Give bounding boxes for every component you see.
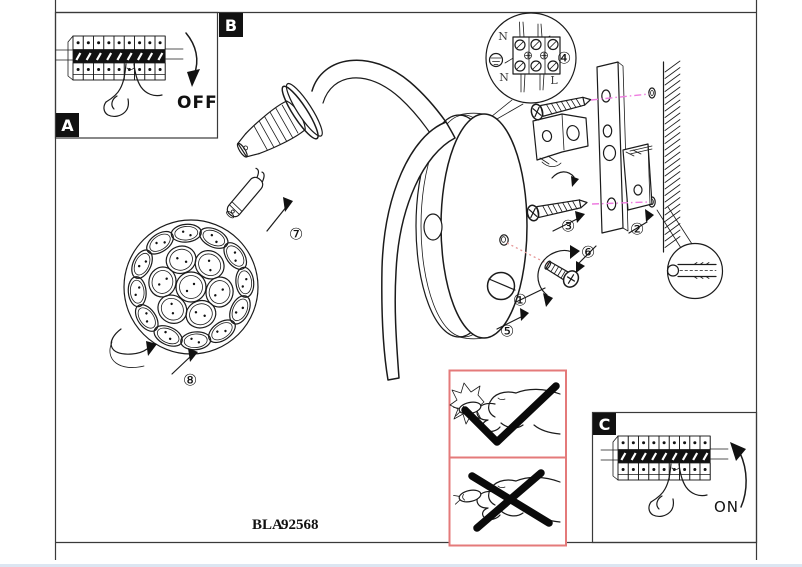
panel-b-label: B (225, 16, 237, 35)
live-label: L (550, 74, 558, 87)
neutral-label-top: N (498, 30, 508, 43)
alignment-guides (590, 93, 650, 205)
bottom-knob (486, 271, 516, 301)
handling-warning-box (448, 369, 567, 547)
step-7-marker: ⑦ (289, 225, 303, 244)
panel-a: OFF A (54, 11, 219, 139)
panel-b: B (219, 13, 243, 37)
terminal-screws (514, 38, 559, 72)
step-8-marker: ⑧ (183, 371, 197, 390)
wall-plug-detail (656, 206, 724, 300)
wall-section (648, 60, 681, 253)
arrowhead-icon (187, 69, 200, 87)
panel-c-label: C (599, 415, 611, 434)
panel-a-label: A (61, 116, 74, 135)
wall-hatch (664, 60, 681, 248)
power-off-label: OFF (177, 93, 218, 113)
screw-rotation-arrow (537, 245, 585, 296)
lamp-arm (311, 59, 456, 381)
set-screw-hole (499, 234, 509, 246)
arrowhead-icon (146, 341, 157, 356)
product-code-prefix: BLA (252, 517, 283, 533)
neutral-label-bottom: N (499, 71, 509, 84)
lamp-canopy (415, 112, 528, 340)
lamp-socket (236, 82, 323, 158)
lamp-shade-sphere (109, 219, 259, 368)
step-6-marker: ⑥ (581, 243, 595, 262)
rotate-arrow-icon (110, 328, 148, 355)
viewport-edge (0, 564, 802, 567)
screw-hint-line (506, 242, 553, 267)
incorrect-handling-cell (452, 469, 561, 532)
step-4-marker: ④ (557, 49, 571, 68)
step-markers: ① ② ③ ⑤ ⑥ ⑦ ⑧ (171, 197, 654, 390)
panel-c: ON C (591, 411, 758, 544)
arm-pivot-knob (423, 213, 443, 241)
curved-arrow-icon (185, 32, 198, 76)
curved-arrow-icon (739, 452, 747, 508)
cross-icon (468, 469, 553, 532)
wall-plug-top (648, 87, 656, 99)
product-code: BLA 92568 (252, 517, 319, 533)
step-1-marker: ① (513, 291, 527, 310)
arrowhead-icon (730, 442, 746, 461)
step-2-marker: ② (630, 220, 644, 239)
arrowhead-icon (571, 176, 579, 187)
checkmark-icon (461, 382, 560, 446)
step-3-marker: ③ (561, 217, 575, 236)
earth-terminal-icon (488, 52, 504, 68)
step-5-marker: ⑤ (500, 322, 514, 341)
canopy-set-screw-icon (544, 260, 580, 288)
correct-handling-cell (449, 382, 561, 446)
halogen-bulb-icon (226, 167, 265, 219)
turn-arrow-icon (551, 171, 575, 179)
product-code-number: 92568 (281, 517, 319, 533)
mounting-plate (596, 61, 629, 234)
mounting-bracket (532, 113, 653, 211)
terminal-block-detail: N N L ④ (485, 12, 577, 124)
power-on-label: ON (714, 498, 739, 516)
